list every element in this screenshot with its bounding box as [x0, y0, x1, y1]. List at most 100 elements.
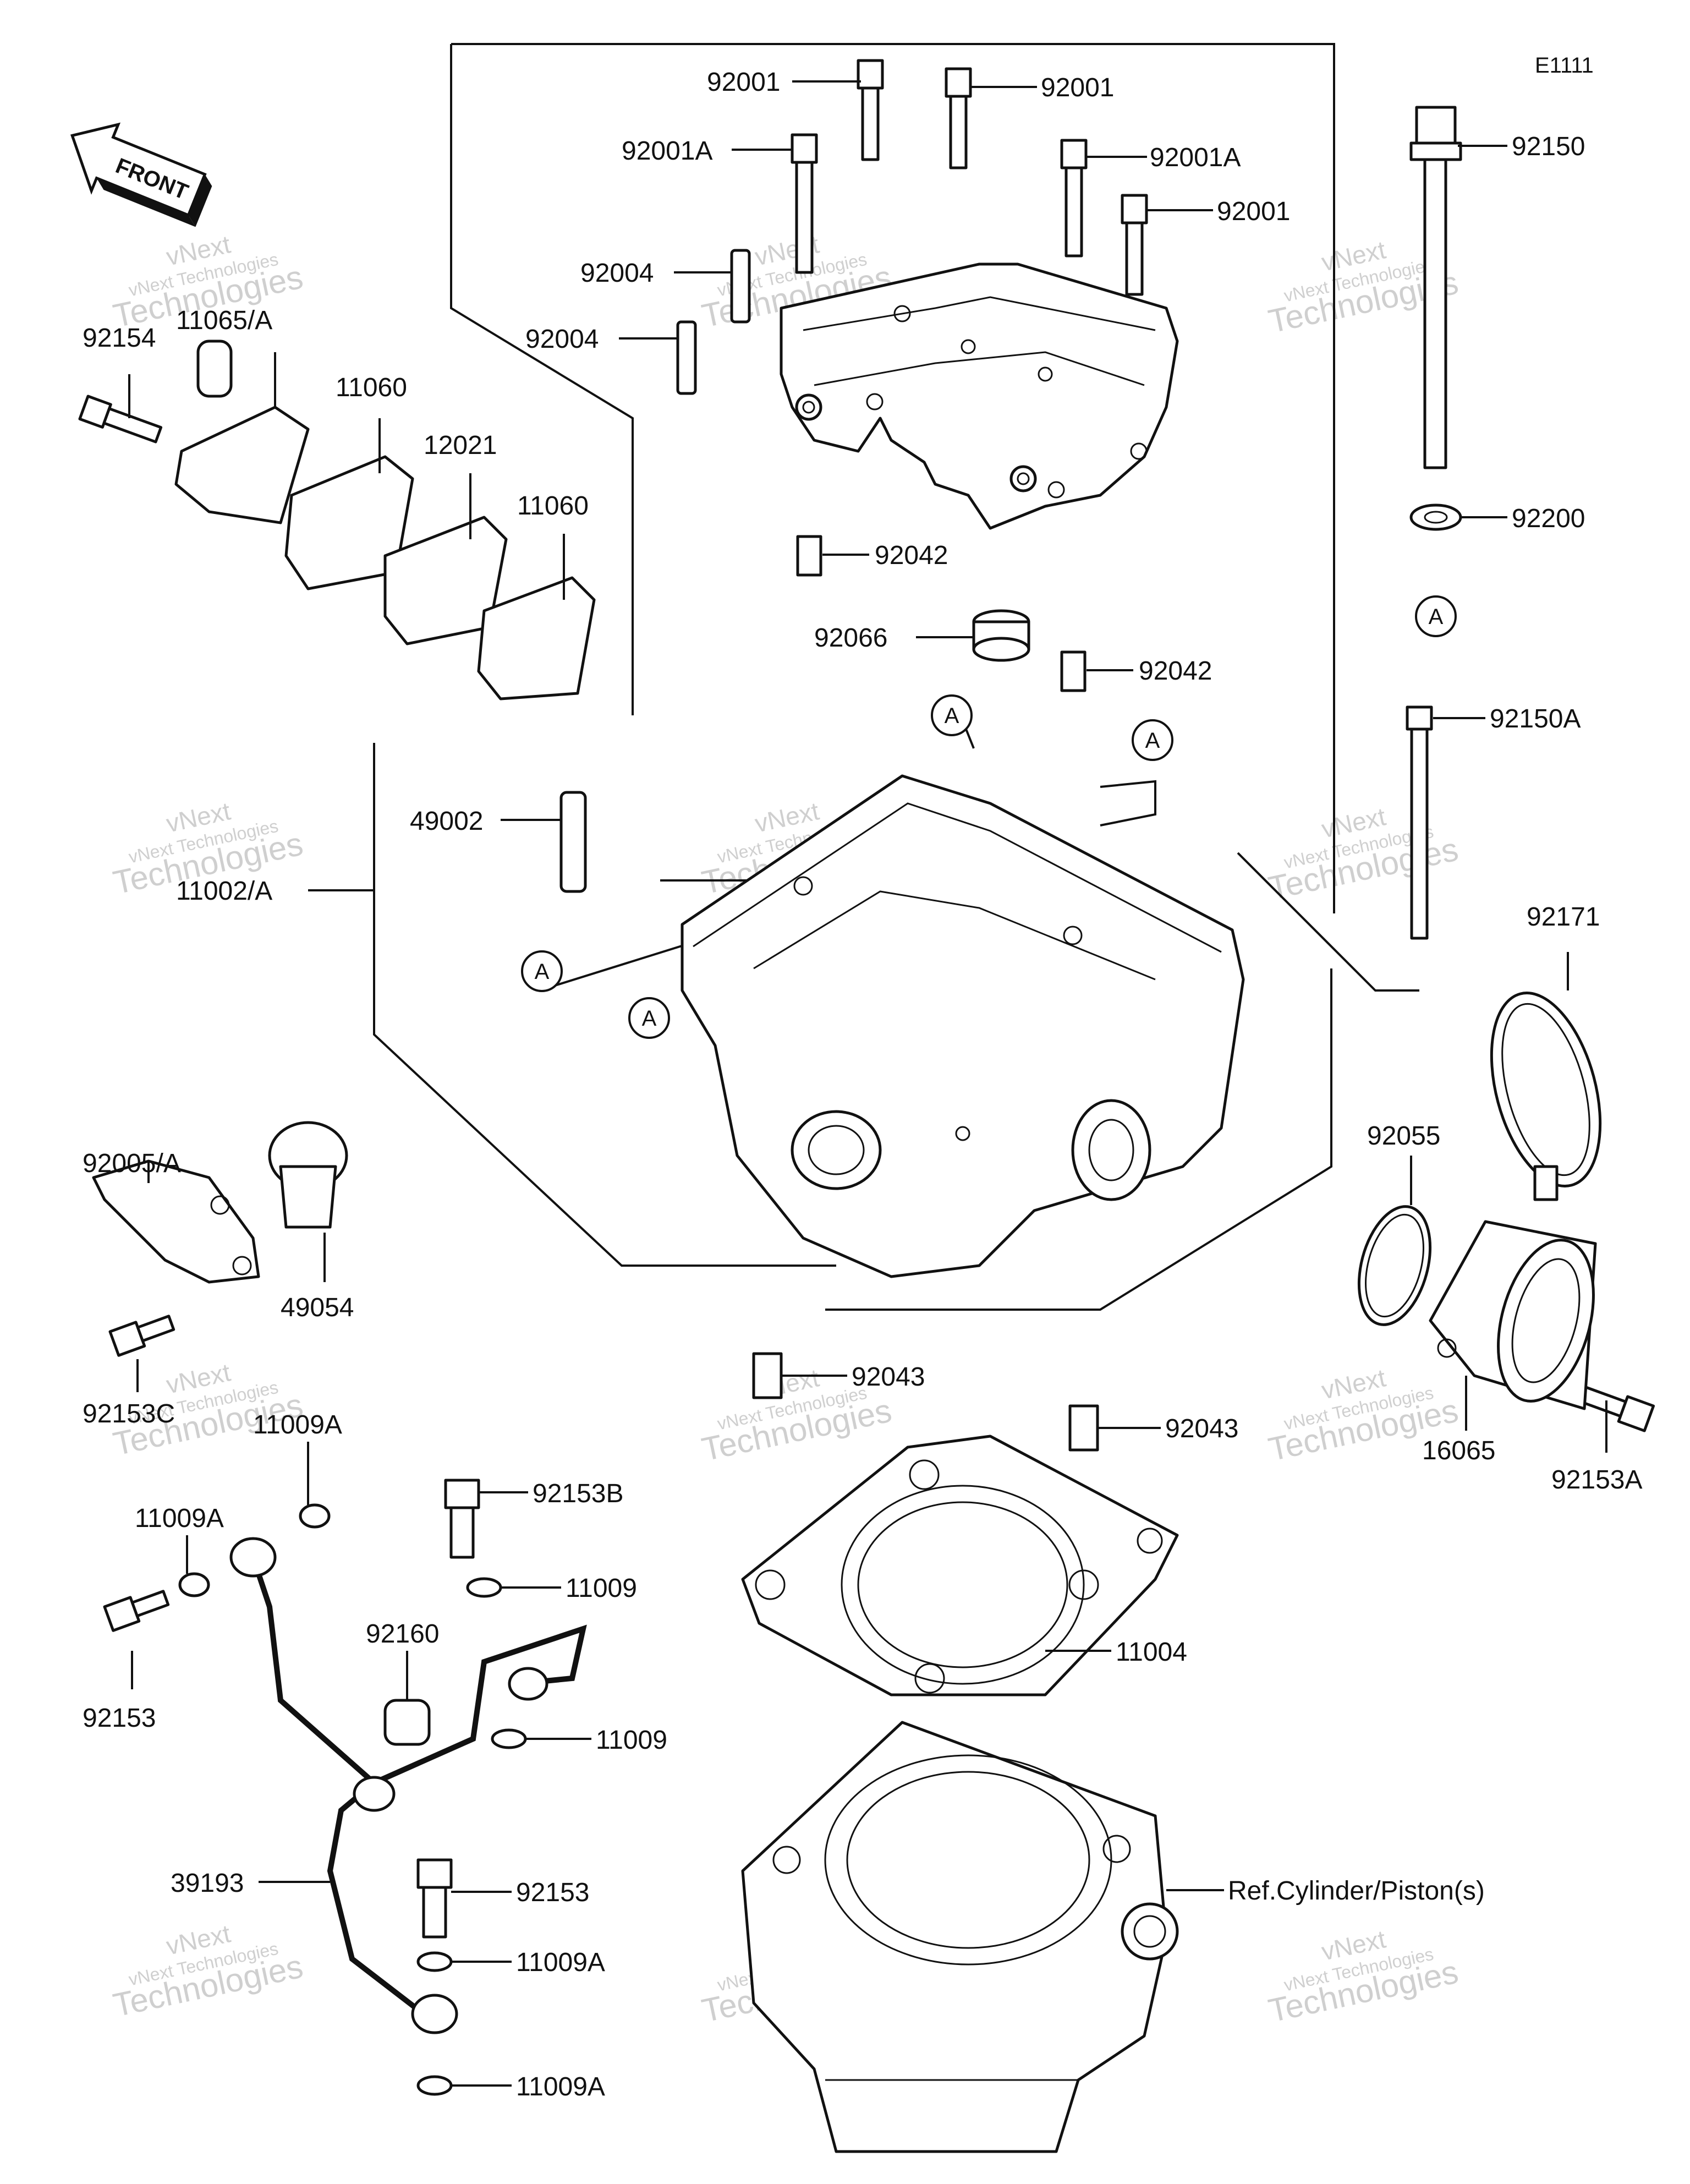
bolt-92153C [108, 1315, 175, 1357]
label-39193: 39193 [171, 1869, 244, 1898]
label-92200: 92200 [1512, 504, 1585, 533]
ref-marker-label: A [642, 1006, 657, 1031]
label-92154: 92154 [83, 324, 156, 353]
label-92001-c: 92001 [1217, 197, 1290, 226]
ref-marker-circle [931, 694, 973, 736]
bolt-92001-right [1121, 194, 1148, 296]
label-92150A: 92150A [1490, 704, 1581, 734]
label-11004: 11004 [1116, 1638, 1187, 1667]
dowel-92042-left [796, 535, 822, 577]
plug-92066 [972, 609, 1030, 662]
bolt-92001-left [857, 59, 884, 161]
label-92004-a: 92004 [580, 259, 654, 288]
ref-marker-label: A [1429, 605, 1444, 629]
label-92153-b: 92153 [516, 1878, 589, 1907]
oil-pipe-39193 [229, 1537, 587, 2034]
dowel-92042-right [1060, 650, 1087, 692]
ref-marker-label: A [1145, 729, 1160, 753]
label-92160: 92160 [366, 1619, 439, 1649]
washers [178, 1503, 527, 2096]
dowel-92043-right [1068, 1404, 1099, 1452]
cover-11065 [174, 406, 310, 524]
ref-marker-label: A [535, 960, 550, 984]
gasket-11060-right [477, 576, 596, 700]
label-92150: 92150 [1512, 132, 1585, 161]
bolt-92154 [78, 395, 163, 444]
reed-valve-group [174, 340, 596, 700]
banjo-bolt-92153B [444, 1479, 480, 1559]
intake-holder-16065 [1429, 1220, 1597, 1410]
washer-92200 [1409, 503, 1462, 531]
label-11009A-a: 11009A [253, 1410, 342, 1439]
label-92005: 92005/A [83, 1149, 181, 1178]
bolt-92001A-right [1060, 139, 1088, 258]
label-92153A: 92153A [1551, 1465, 1643, 1495]
label-92055: 92055 [1367, 1121, 1440, 1151]
ref-marker-circle [521, 950, 563, 992]
diagram-code: E1111 [1535, 53, 1594, 78]
camshaft-holder [780, 262, 1179, 530]
thermostat-49054 [268, 1121, 348, 1229]
part-labels: 92001 92001 92001A 92001A 92001 92004 92… [83, 68, 1643, 2101]
label-11009-a: 11009 [566, 1574, 637, 1603]
ref-marker-label: A [945, 704, 959, 728]
label-92042-a: 92042 [875, 541, 948, 570]
leader-lines [128, 80, 1607, 2087]
label-92171: 92171 [1527, 902, 1600, 932]
cylinder-reference [741, 1721, 1179, 2153]
bolts [78, 59, 1655, 1939]
ref-marker-circle [628, 997, 670, 1039]
ref-marker-circle [1132, 719, 1173, 761]
valve-guide-49002 [559, 791, 587, 893]
label-92001A-b: 92001A [1150, 143, 1241, 172]
label-92001A-a: 92001A [622, 136, 713, 166]
label-92043-a: 92043 [852, 1362, 925, 1392]
banjo-bolt-92153-lower [416, 1858, 453, 1939]
bolt-92150 [1409, 106, 1462, 469]
label-11065: 11065/A [176, 306, 272, 335]
collar-92160 [383, 1699, 431, 1746]
bolt-92001-mid [945, 67, 972, 169]
label-92153B: 92153B [533, 1479, 624, 1508]
label-12021: 12021 [424, 431, 497, 460]
thermostat-cover-92005 [92, 1159, 260, 1284]
stud-92004-upper [730, 249, 751, 324]
label-11002: 11002/A [176, 877, 272, 906]
head-gasket-11004 [741, 1435, 1179, 1696]
label-16065: 16065 [1422, 1436, 1495, 1465]
bolt-92153A [1577, 1385, 1655, 1432]
cylinder-head [681, 774, 1245, 1278]
front-arrow-icon: FRONT [70, 122, 212, 227]
ref-marker-circle [1415, 595, 1457, 637]
label-92043-b: 92043 [1165, 1414, 1238, 1443]
label-11009-b: 11009 [596, 1726, 667, 1755]
reference-markers: A A A A A [521, 595, 1457, 1039]
stud-92004-lower [676, 320, 697, 395]
dowel-pins [752, 535, 1099, 1452]
label-92042-b: 92042 [1139, 656, 1212, 686]
label-49002: 49002 [410, 807, 483, 836]
label-92001-a: 92001 [707, 68, 780, 97]
label-ref-cylinder-piston: Ref.Cylinder/Piston(s) [1228, 1876, 1485, 1906]
bolt-92001A-left [791, 133, 818, 274]
label-92066: 92066 [814, 623, 887, 653]
label-11060-a: 11060 [336, 373, 407, 402]
label-92001-b: 92001 [1041, 73, 1114, 102]
label-92153-a: 92153 [83, 1704, 156, 1733]
dowel-92043-left [752, 1352, 783, 1399]
bolt-92150A [1406, 705, 1433, 940]
o-ring-92055 [1357, 1205, 1432, 1326]
label-49054: 49054 [281, 1293, 354, 1322]
label-11009A-d: 11009A [516, 2072, 605, 2101]
label-11009A-b: 11009A [135, 1504, 224, 1533]
clamp-92171 [1490, 992, 1602, 1201]
label-92153C: 92153C [83, 1399, 175, 1428]
label-92004-b: 92004 [525, 325, 599, 354]
label-11009A-c: 11009A [516, 1948, 605, 1977]
label-11060-b: 11060 [517, 491, 589, 521]
